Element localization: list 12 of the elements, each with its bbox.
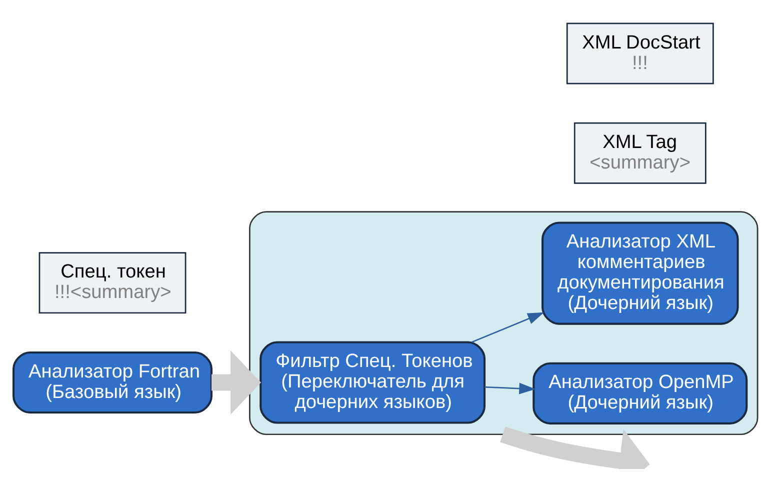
node-box: XML DocStart !!! [566,22,714,84]
node-box: Спец. токен !!!<summary> [38,252,186,314]
node-box: Фильтр Спец. Токенов (Переключатель для дочерних языков) [260,340,486,424]
cluster [249,210,758,435]
arrow [484,382,536,394]
node-box: XML Tag <summary> [574,122,706,184]
node-box: Анализатор OpenMP (Дочерний язык) [532,362,748,424]
node-box: Анализатор Fortran (Базовый язык) [12,350,212,414]
arrow [500,426,650,468]
arrow [472,312,544,342]
arrow [212,350,262,414]
node-box: Анализатор XML комментариев документирования (Дочерний язык) [542,221,739,324]
